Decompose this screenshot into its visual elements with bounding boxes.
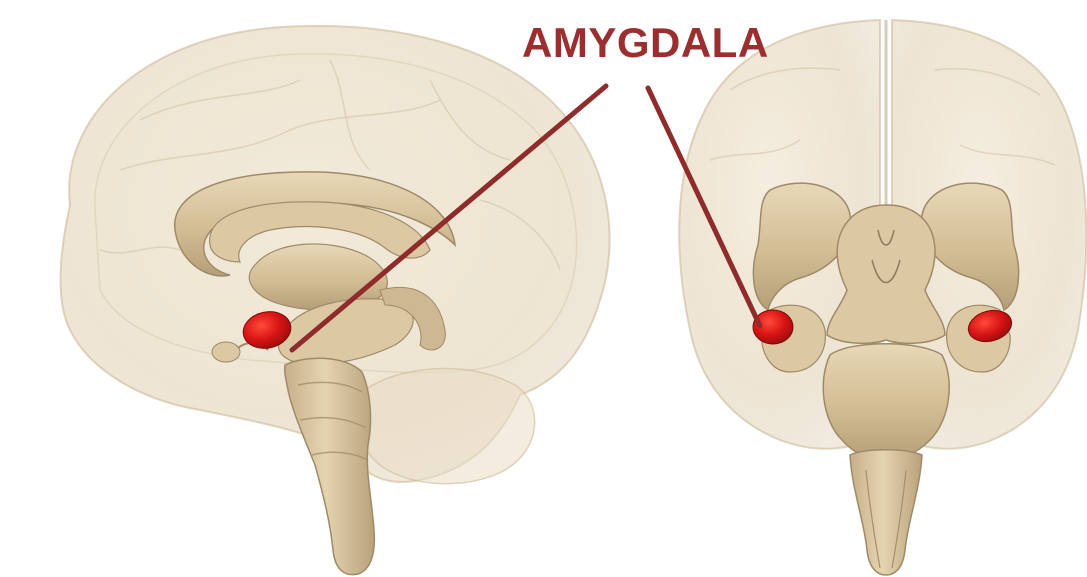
sagittal-brain-view (61, 26, 610, 575)
medulla-coronal (850, 450, 922, 575)
temporal-tip (212, 342, 240, 362)
coronal-brain-view (679, 20, 1086, 575)
thalamus-coronal (827, 205, 945, 343)
cerebellum (357, 369, 535, 484)
amygdala-label: AMYGDALA (522, 22, 769, 64)
